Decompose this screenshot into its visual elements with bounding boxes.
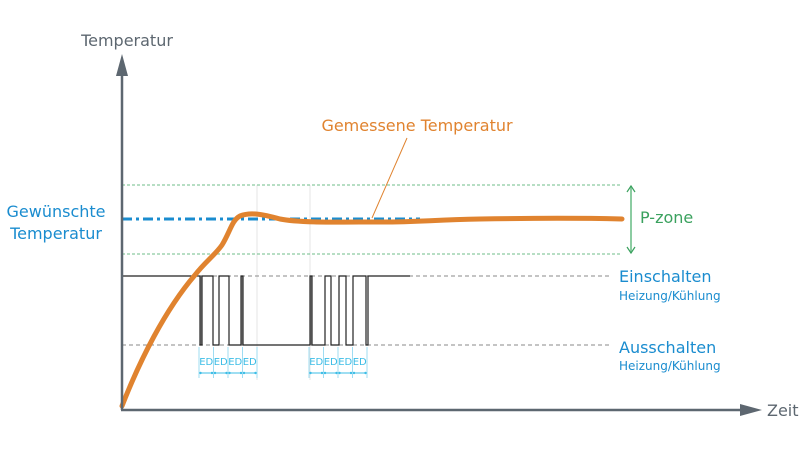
x-axis-arrow-icon xyxy=(740,404,762,416)
axes xyxy=(116,54,762,416)
ed-arrowhead-icon xyxy=(210,371,214,375)
measured-leader-line xyxy=(371,137,408,219)
ed-arrowhead-icon xyxy=(352,371,356,375)
measured-temperature-curve xyxy=(119,211,625,409)
ed-arrowhead-icon xyxy=(254,371,257,375)
ed-arrowhead-icon xyxy=(323,371,327,375)
ed-arrowhead-icon xyxy=(239,371,243,375)
y-axis-arrow-icon xyxy=(116,54,128,76)
ed-label: ED xyxy=(353,357,367,368)
ed-arrowhead-icon xyxy=(364,371,367,375)
ed-arrowhead-icon xyxy=(199,371,202,375)
ed-label: ED xyxy=(324,357,338,368)
ed-label: ED xyxy=(214,357,228,368)
ed-label: ED xyxy=(309,357,323,368)
ed-label: ED xyxy=(243,357,257,368)
ed-arrowhead-icon xyxy=(349,371,353,375)
measured-temperature-label: Gemessene Temperatur xyxy=(321,116,513,135)
switch-off-label: Ausschalten xyxy=(619,338,716,357)
ed-label: ED xyxy=(338,357,352,368)
setpoint-label-line2: Temperatur xyxy=(9,224,102,243)
switch-on-label: Einschalten xyxy=(619,267,711,286)
ed-arrowhead-icon xyxy=(213,371,217,375)
ed-label: ED xyxy=(228,357,242,368)
signal-trace xyxy=(122,275,410,346)
x-axis-label: Zeit xyxy=(767,401,799,420)
ed-arrowhead-icon xyxy=(225,371,228,375)
ed-label: ED xyxy=(199,357,213,368)
setpoint-label-line1: Gewünschte xyxy=(7,202,106,221)
switch-off-sublabel: Heizung/Kühlung xyxy=(619,359,721,373)
ed-arrowhead-icon xyxy=(338,371,341,375)
switching-signal xyxy=(122,275,410,346)
ed-arrowhead-icon xyxy=(228,371,231,375)
ed-arrowhead-icon xyxy=(309,371,312,375)
ed-arrowhead-icon xyxy=(242,371,246,375)
p-zone-bounds xyxy=(122,184,622,255)
ed-arrowhead-icon xyxy=(320,371,324,375)
ed-arrowhead-icon xyxy=(335,371,338,375)
y-axis-label: Temperatur xyxy=(80,31,173,50)
p-zone-arrow xyxy=(626,184,636,255)
switch-on-sublabel: Heizung/Kühlung xyxy=(619,289,721,303)
p-zone-label: P-zone xyxy=(640,208,693,227)
